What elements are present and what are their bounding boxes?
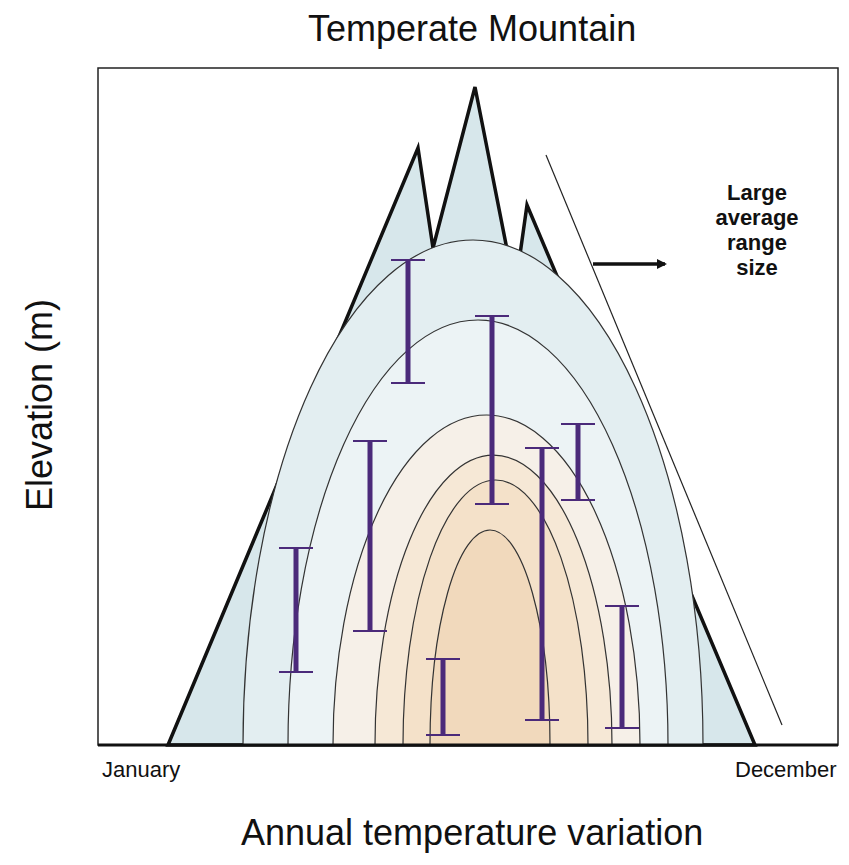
range-bar bbox=[368, 441, 373, 631]
axis-tick-label: January bbox=[102, 757, 180, 783]
range-cap bbox=[391, 259, 425, 261]
range-cap bbox=[279, 671, 313, 673]
range-bar bbox=[576, 424, 581, 500]
range-cap bbox=[426, 658, 460, 660]
temperature-band bbox=[288, 320, 668, 745]
range-bars bbox=[279, 260, 639, 735]
range-bar bbox=[294, 548, 299, 672]
range-cap bbox=[475, 315, 509, 317]
plot-frame bbox=[98, 68, 838, 745]
range-cap bbox=[353, 440, 387, 442]
range-cap bbox=[525, 447, 559, 449]
temperature-band bbox=[333, 415, 640, 745]
range-bar bbox=[540, 448, 545, 720]
callout-text: Large average range size bbox=[708, 180, 806, 280]
range-cap bbox=[561, 499, 595, 501]
axis-label: Elevation (m) bbox=[19, 299, 61, 511]
axis-tick-label: December bbox=[735, 757, 836, 783]
range-cap bbox=[426, 734, 460, 736]
range-bar bbox=[406, 260, 411, 383]
x-axis bbox=[98, 744, 838, 747]
temperature-bands bbox=[243, 240, 703, 745]
callout-arrow bbox=[593, 262, 665, 266]
range-bar bbox=[490, 316, 495, 504]
range-cap bbox=[561, 423, 595, 425]
chart-title: Temperate Mountain bbox=[308, 8, 636, 50]
range-cap bbox=[605, 727, 639, 729]
temperature-band bbox=[430, 530, 550, 745]
temperature-band bbox=[243, 240, 703, 745]
range-cap bbox=[353, 630, 387, 632]
temperature-band bbox=[403, 480, 588, 745]
range-bar bbox=[441, 659, 446, 735]
range-cap bbox=[475, 503, 509, 505]
axis-label: Annual temperature variation bbox=[241, 812, 703, 854]
range-cap bbox=[605, 605, 639, 607]
range-bar bbox=[620, 606, 625, 728]
range-cap bbox=[525, 719, 559, 721]
range-cap bbox=[279, 547, 313, 549]
mountain-outline bbox=[168, 87, 755, 745]
range-cap bbox=[391, 382, 425, 384]
